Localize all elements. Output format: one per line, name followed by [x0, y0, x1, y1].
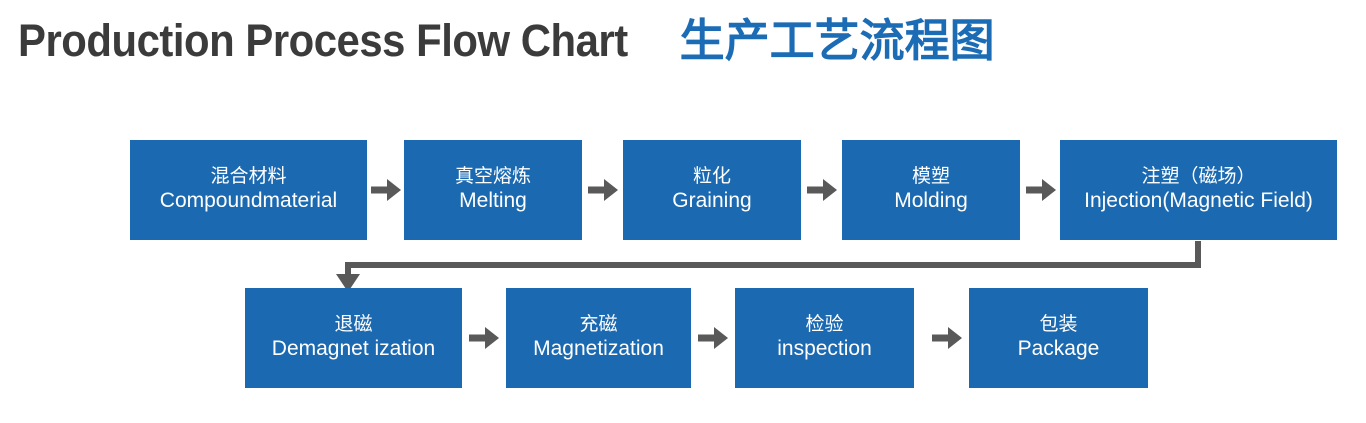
flow-node-inspection[interactable]: 检验 inspection — [735, 288, 914, 388]
arrow-shaft — [932, 334, 950, 342]
arrow-shaft — [1026, 186, 1044, 194]
arrow-molding-to-injection — [1026, 177, 1056, 203]
connector-path — [345, 241, 1201, 276]
flow-node-label-zh: 真空熔炼 — [454, 166, 531, 188]
flow-node-label-en: Melting — [459, 188, 527, 212]
flow-node-label-zh: 充磁 — [579, 314, 618, 336]
flow-node-label-en: Compoundmaterial — [159, 188, 338, 212]
arrow-magnetization-to-inspection — [698, 325, 728, 351]
flow-node-package[interactable]: 包装 Package — [969, 288, 1148, 388]
arrow-demagnetization-to-magnetization — [469, 325, 499, 351]
arrow-head-icon — [387, 179, 401, 201]
flow-node-label-en: Demagnet ization — [271, 336, 436, 360]
page-title-english: Production Process Flow Chart — [18, 15, 628, 66]
arrow-head-icon — [1042, 179, 1056, 201]
arrow-shaft — [588, 186, 606, 194]
flow-node-label-en: inspection — [777, 336, 872, 360]
flow-node-label-en: Graining — [672, 188, 752, 212]
flow-node-graining[interactable]: 粒化 Graining — [623, 140, 801, 240]
page-title: Production Process Flow Chart 生产工艺流程图 — [18, 18, 995, 63]
flow-node-label-zh: 注塑（磁场） — [1141, 166, 1256, 188]
flow-node-label-zh: 模塑 — [911, 166, 950, 188]
arrow-head-icon — [948, 327, 962, 349]
page-title-chinese: 生产工艺流程图 — [679, 15, 995, 66]
arrow-compoundmaterial-to-melting — [371, 177, 401, 203]
flow-node-label-zh: 检验 — [805, 314, 844, 336]
flow-node-molding[interactable]: 模塑 Molding — [842, 140, 1020, 240]
flow-node-label-zh: 包装 — [1039, 314, 1078, 336]
arrow-head-icon — [604, 179, 618, 201]
flow-node-label-en: Injection(Magnetic Field) — [1084, 188, 1313, 212]
flow-node-melting[interactable]: 真空熔炼 Melting — [404, 140, 582, 240]
arrow-shaft — [807, 186, 825, 194]
arrow-head-icon — [714, 327, 728, 349]
arrow-shaft — [371, 186, 389, 194]
flow-node-compoundmaterial[interactable]: 混合材料 Compoundmaterial — [130, 140, 367, 240]
arrow-shaft — [698, 334, 716, 342]
arrow-inspection-to-package — [932, 325, 962, 351]
arrow-melting-to-graining — [588, 177, 618, 203]
flow-node-label-zh: 退磁 — [334, 314, 373, 336]
flow-node-injection-magnetic-field[interactable]: 注塑（磁场） Injection(Magnetic Field) — [1060, 140, 1337, 240]
arrow-shaft — [469, 334, 487, 342]
flow-node-label-en: Molding — [894, 188, 968, 212]
arrow-head-icon — [823, 179, 837, 201]
flow-node-label-en: Magnetization — [533, 336, 664, 360]
flow-node-demagnetization[interactable]: 退磁 Demagnet ization — [245, 288, 462, 388]
flow-node-label-zh: 混合材料 — [210, 166, 287, 188]
flow-node-label-en: Package — [1017, 336, 1100, 360]
flow-node-label-zh: 粒化 — [692, 166, 731, 188]
arrow-head-icon — [485, 327, 499, 349]
arrow-graining-to-molding — [807, 177, 837, 203]
flow-node-magnetization[interactable]: 充磁 Magnetization — [506, 288, 691, 388]
